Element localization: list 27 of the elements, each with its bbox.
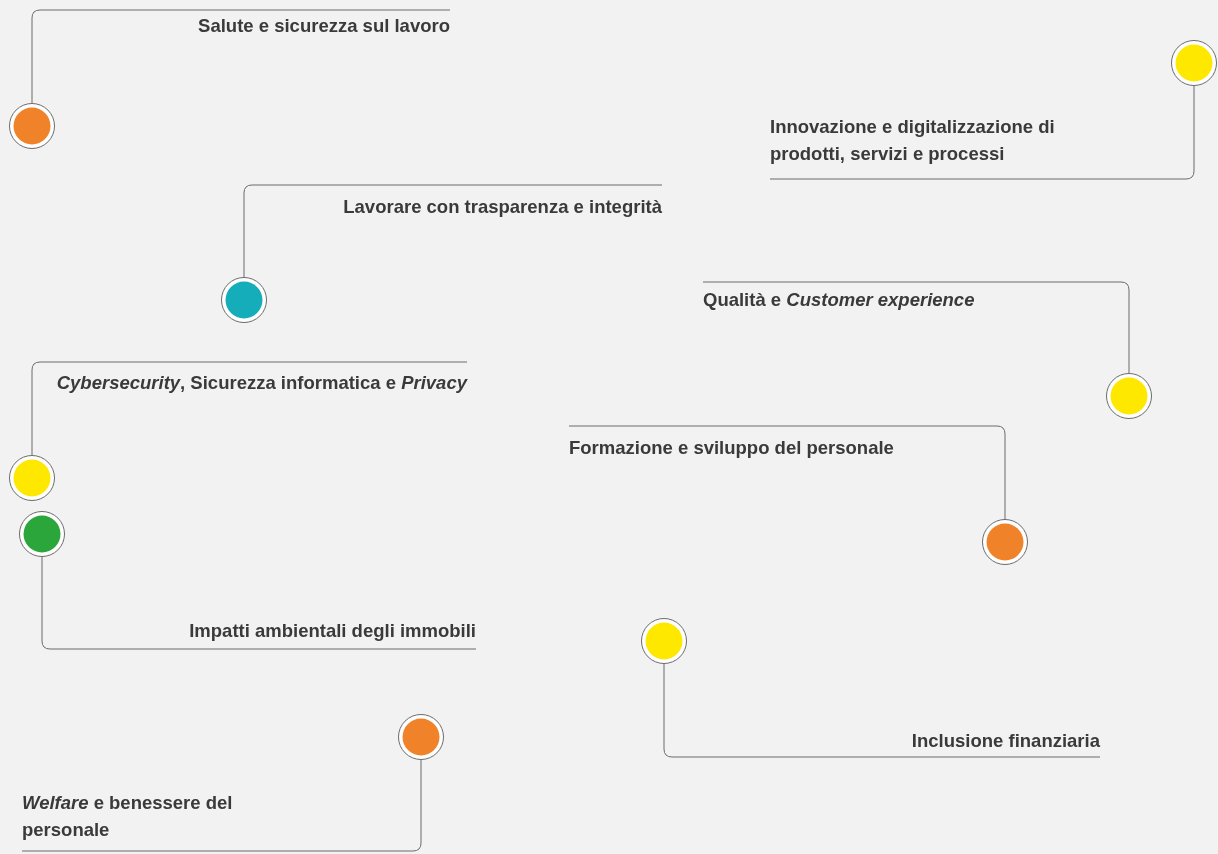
dot-marker bbox=[1105, 372, 1153, 420]
topic-label: Cybersecurity, Sicurezza informatica e Privacy bbox=[56, 362, 467, 396]
topic-label: Salute e sicurezza sul lavoro bbox=[130, 10, 450, 39]
leader-line bbox=[31, 361, 468, 456]
topic-label: Qualità e Customer experience bbox=[703, 282, 1060, 313]
topic-label: Welfare e benessere del personale bbox=[22, 789, 262, 851]
topic-label: Impatti ambientali degli immobili bbox=[110, 617, 476, 649]
leader-line bbox=[21, 759, 422, 852]
dot-marker bbox=[18, 510, 66, 558]
leader-line bbox=[702, 281, 1130, 374]
dot-marker bbox=[220, 276, 268, 324]
dot-marker bbox=[1170, 39, 1218, 87]
leader-line bbox=[568, 425, 1006, 520]
leader-line bbox=[31, 9, 451, 104]
dot-marker bbox=[8, 102, 56, 150]
dot-marker bbox=[640, 617, 688, 665]
leader-line bbox=[41, 556, 477, 650]
topic-label: Formazione e sviluppo del personale bbox=[569, 426, 1005, 461]
dot-marker bbox=[397, 713, 445, 761]
topic-label: Lavorare con trasparenza e integrità bbox=[270, 185, 662, 220]
leader-line bbox=[243, 184, 663, 278]
dot-marker bbox=[8, 454, 56, 502]
leader-line bbox=[769, 85, 1195, 180]
topic-label: Innovazione e digitalizzazione di prodotti, servizi e processi bbox=[770, 113, 1092, 179]
topic-label: Inclusione finanziaria bbox=[840, 727, 1100, 757]
leader-line bbox=[663, 663, 1101, 758]
dot-marker bbox=[981, 518, 1029, 566]
